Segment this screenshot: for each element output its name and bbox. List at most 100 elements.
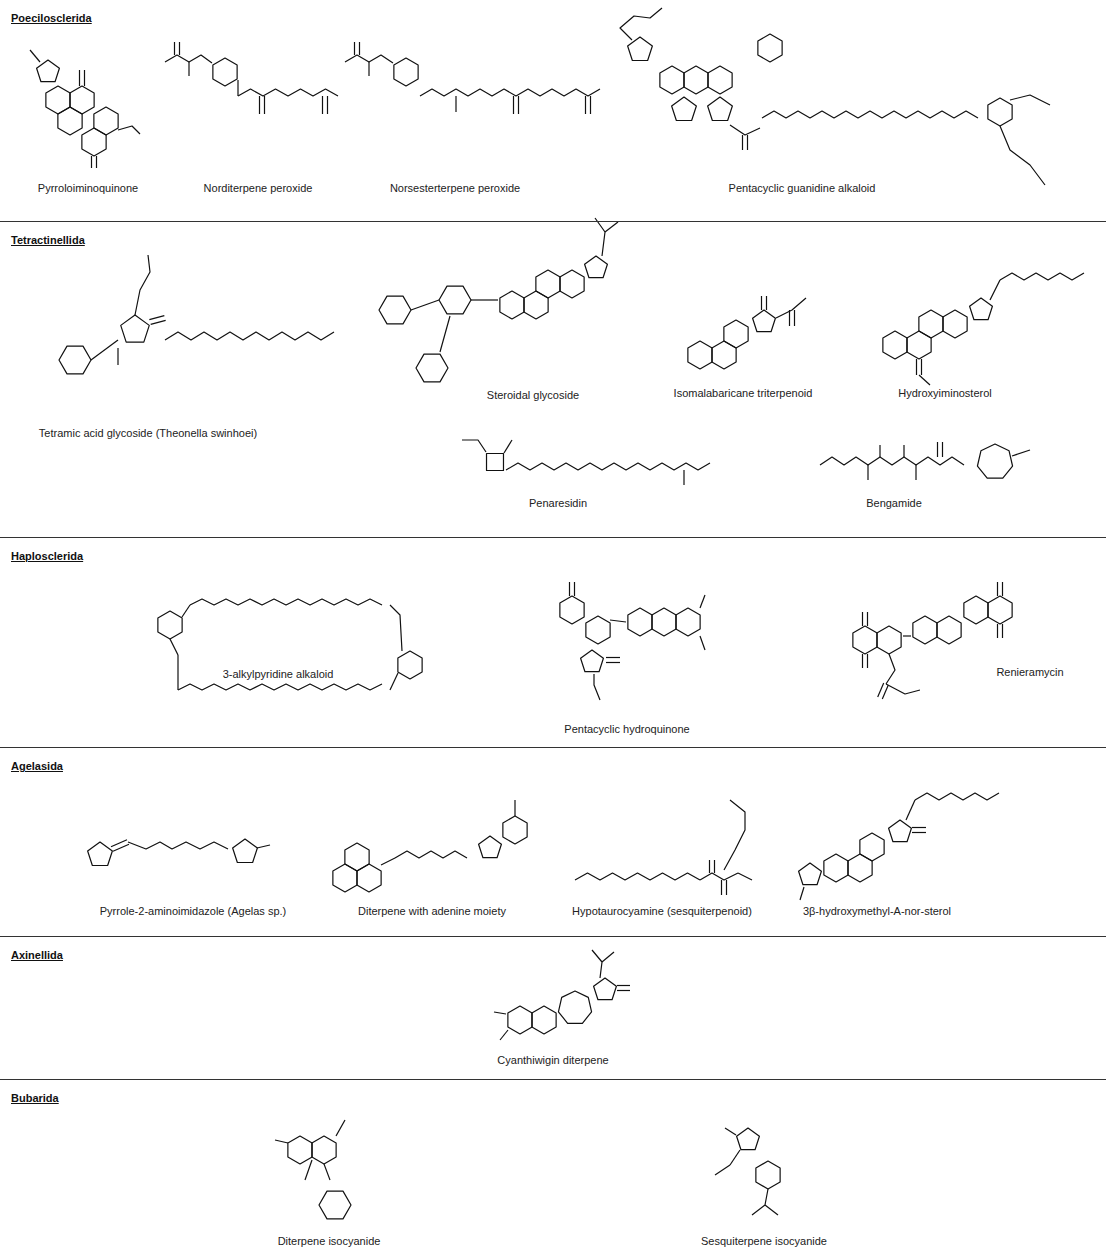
- bond-line: [59, 346, 91, 374]
- section-band: Tetractinellida: [0, 222, 1106, 538]
- bond-line: [190, 599, 382, 605]
- bond-line: [288, 1136, 312, 1164]
- bond-line: [174, 42, 175, 55]
- bond-line: [605, 222, 618, 232]
- bond-line: [524, 291, 548, 319]
- bond-line: [617, 985, 630, 986]
- bond-line: [91, 156, 92, 168]
- bond-line: [213, 58, 237, 86]
- bond-line: [937, 442, 938, 457]
- bond-line: [712, 341, 736, 369]
- section-heading: Haplosclerida: [11, 550, 83, 562]
- bond-line: [867, 612, 868, 626]
- bond-line: [1002, 624, 1003, 638]
- bond-line: [919, 375, 930, 385]
- bond-line: [259, 96, 260, 114]
- bond-line: [117, 348, 118, 365]
- bond-line: [794, 310, 795, 326]
- bond-line: [359, 42, 360, 55]
- section-band: Haplosclerida: [0, 538, 1106, 748]
- bond-line: [915, 465, 916, 480]
- bond-line: [581, 650, 604, 672]
- bond-line: [708, 66, 732, 94]
- bond-line: [319, 1191, 351, 1219]
- bond-line: [70, 86, 94, 114]
- bond-line: [508, 1006, 532, 1034]
- compound-name: Isomalabaricane triterpenoid: [672, 387, 815, 399]
- bond-line: [179, 42, 180, 55]
- section-heading: Axinellida: [11, 949, 63, 961]
- bond-line: [886, 654, 895, 684]
- bond-line: [411, 300, 439, 310]
- bond-line: [500, 1030, 508, 1040]
- bond-line: [912, 827, 926, 828]
- bond-line: [990, 280, 1000, 300]
- bond-line: [37, 60, 60, 82]
- bond-line: [586, 616, 610, 644]
- bond-line: [912, 832, 926, 833]
- bond-line: [585, 96, 586, 114]
- compound-name: Norsesterterpene peroxide: [388, 182, 522, 194]
- bond-line: [503, 816, 527, 844]
- bond-line: [188, 62, 189, 76]
- bond-line: [776, 298, 806, 318]
- bond-line: [824, 854, 848, 882]
- bond-line: [514, 800, 515, 816]
- bond-line: [752, 1189, 768, 1215]
- bond-line: [233, 839, 258, 863]
- bond-line: [628, 608, 652, 636]
- bond-line: [91, 340, 118, 360]
- bond-line: [82, 128, 106, 156]
- section-heading: Tetractinellida: [11, 234, 85, 246]
- bond-line: [170, 639, 178, 655]
- bond-line: [395, 851, 467, 858]
- bond-line: [789, 310, 790, 326]
- bond-line: [111, 840, 127, 847]
- bond-line: [862, 612, 863, 626]
- bond-line: [440, 316, 450, 352]
- bond-line: [652, 608, 676, 636]
- bond-line: [684, 66, 708, 94]
- bond-line: [997, 582, 998, 596]
- bond-line: [462, 440, 486, 452]
- bond-line: [471, 299, 498, 300]
- bond-line: [333, 864, 357, 892]
- bond-line: [907, 331, 931, 359]
- bond-line: [848, 854, 872, 882]
- bond-line: [182, 605, 190, 617]
- bond-line: [257, 845, 270, 848]
- bond-line: [149, 316, 164, 320]
- bond-line: [878, 683, 884, 697]
- bond-line: [1002, 582, 1003, 596]
- bond-line: [594, 674, 600, 700]
- compound-name: Cyanthiwigin diterpene: [495, 1054, 610, 1066]
- bond-line: [536, 270, 560, 298]
- bond-line: [336, 1120, 345, 1136]
- bond-line: [882, 685, 888, 699]
- bond-line: [96, 156, 97, 168]
- bond-line: [237, 80, 238, 96]
- bond-line: [487, 454, 504, 471]
- bond-line: [368, 62, 369, 76]
- bond-line: [1012, 450, 1030, 456]
- compound-name: Norditerpene peroxide: [202, 182, 315, 194]
- bond-line: [506, 463, 710, 470]
- bond-line: [606, 662, 620, 663]
- bond-line: [762, 111, 978, 118]
- bond-line: [135, 255, 150, 315]
- bond-line: [398, 651, 422, 679]
- bond-line: [617, 990, 630, 991]
- bond-line: [879, 445, 880, 457]
- bond-line: [700, 595, 705, 608]
- compound-name: Pentacyclic hydroquinone: [562, 723, 691, 735]
- compound-name: Hypotaurocyamine (sesquiterpenoid): [570, 905, 754, 917]
- bond-line: [916, 359, 917, 375]
- section-band: Bubarida: [0, 1080, 1106, 1252]
- bond-line: [264, 96, 265, 114]
- bond-line: [312, 1136, 336, 1164]
- bond-line: [1010, 95, 1050, 105]
- bond-line: [569, 582, 570, 596]
- bond-line: [921, 359, 922, 375]
- bond-line: [714, 860, 715, 873]
- compound-name: Renieramycin: [994, 666, 1065, 678]
